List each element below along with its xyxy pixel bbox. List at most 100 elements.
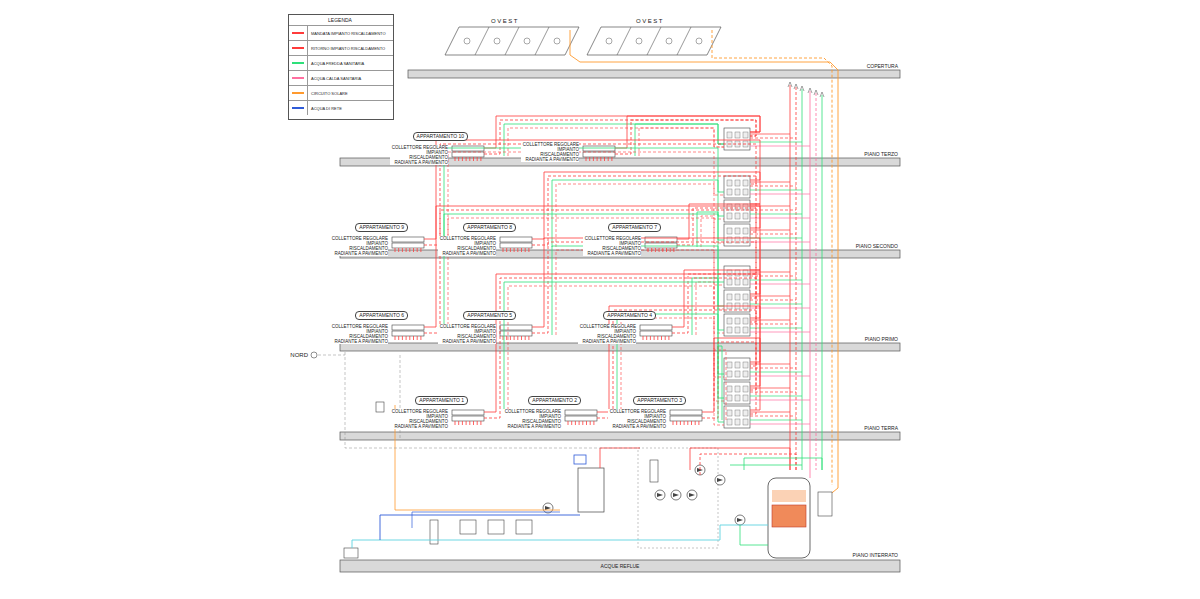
floor-manifold bbox=[565, 410, 597, 425]
pipe bbox=[750, 324, 796, 325]
pipe bbox=[615, 120, 756, 154]
manifold-box: APPARTAMENTO 8COLLETTORE REGOLARE IMPIAN… bbox=[438, 215, 538, 256]
satellite-unit bbox=[724, 128, 750, 150]
manifold-box: APPARTAMENTO 2COLLETTORE REGOLARE IMPIAN… bbox=[503, 388, 603, 429]
floor-manifold bbox=[500, 325, 532, 340]
satellite-unit bbox=[724, 176, 750, 198]
pipe bbox=[484, 274, 760, 412]
apartment-tag: APPARTAMENTO 5 bbox=[463, 311, 516, 320]
pipe bbox=[750, 424, 810, 425]
pipe bbox=[740, 525, 768, 545]
pipe bbox=[750, 304, 802, 305]
air-vent bbox=[794, 84, 798, 89]
air-vent bbox=[814, 90, 818, 95]
apartment-tag: APPARTAMENTO 9 bbox=[355, 223, 408, 232]
pipe bbox=[677, 208, 756, 245]
floor-manifold bbox=[452, 410, 484, 425]
pipe bbox=[424, 144, 756, 245]
pipe bbox=[750, 400, 810, 401]
manifold-box: APPARTAMENTO 3COLLETTORE REGOLARE IMPIAN… bbox=[608, 388, 708, 429]
pipe bbox=[750, 300, 796, 301]
pipe bbox=[750, 280, 802, 281]
pipe bbox=[750, 146, 810, 147]
air-vent bbox=[800, 86, 804, 91]
orientation-label: OVEST bbox=[491, 18, 519, 24]
floor-name: PIANO TERZO bbox=[864, 151, 898, 157]
manifold-box: APPARTAMENTO 7 COLLETTORE REGOLARE IMPIAN… bbox=[583, 215, 683, 256]
pipe bbox=[750, 194, 810, 195]
pipe bbox=[750, 138, 796, 139]
air-vent bbox=[788, 82, 792, 87]
pipe bbox=[750, 142, 802, 143]
legend-title: LEGENDA bbox=[328, 17, 352, 23]
apartment-tag: APPARTAMENTO 4 bbox=[603, 311, 656, 320]
pipe bbox=[702, 342, 756, 418]
pipe bbox=[712, 30, 832, 485]
satellite-unit bbox=[724, 200, 750, 222]
manifold-box: COLLETTORE REGOLARE IMPIANTO RISCALDAMEN… bbox=[521, 142, 621, 162]
pipe bbox=[597, 306, 760, 412]
manifold-caption: COLLETTORE REGOLARE IMPIANTO RISCALDAMEN… bbox=[390, 409, 448, 429]
pipe bbox=[816, 93, 817, 470]
pipe bbox=[810, 91, 811, 470]
manifold-caption: COLLETTORE REGOLARE IMPIANTO RISCALDAMEN… bbox=[583, 236, 641, 256]
manifold-caption: COLLETTORE REGOLARE IMPIANTO RISCALDAMEN… bbox=[330, 324, 388, 344]
pipe bbox=[484, 278, 756, 418]
pipe bbox=[750, 392, 796, 393]
drain-label: ACQUE REFLUE bbox=[601, 563, 640, 569]
pipe bbox=[750, 328, 802, 329]
pipe bbox=[718, 346, 724, 422]
satellite-unit bbox=[724, 358, 750, 380]
pipe bbox=[412, 512, 560, 528]
north-label: NORD bbox=[290, 352, 308, 358]
manifold-box: APPARTAMENTO 4 COLLETTORE REGOLARE IMPIAN… bbox=[578, 303, 678, 344]
north-marker bbox=[311, 352, 317, 358]
pipe bbox=[532, 242, 756, 333]
pipe bbox=[730, 465, 802, 466]
manifold-box: APPARTAMENTO 6COLLETTORE REGOLARE IMPIAN… bbox=[330, 303, 430, 344]
legend-swatch bbox=[292, 62, 304, 64]
pipe bbox=[380, 515, 580, 540]
floor-name: PIANO TERRA bbox=[864, 425, 898, 431]
pipe bbox=[532, 238, 760, 327]
manifold-caption: COLLETTORE REGOLARE IMPIANTO RISCALDAMEN… bbox=[438, 324, 496, 344]
pipe bbox=[750, 376, 810, 377]
manifold-caption: COLLETTORE REGOLARE IMPIANTO RISCALDAMEN… bbox=[578, 324, 636, 344]
apartment-tag: APPARTAMENTO 10 bbox=[413, 132, 468, 141]
manifold-caption: COLLETTORE REGOLARE IMPIANTO RISCALDAMEN… bbox=[521, 142, 579, 162]
pipe bbox=[621, 318, 724, 420]
solar-collector bbox=[445, 27, 579, 55]
satellite-unit bbox=[724, 224, 750, 246]
pipe bbox=[552, 246, 724, 335]
floor-manifold bbox=[392, 237, 424, 252]
pipe bbox=[444, 148, 724, 247]
pipe bbox=[744, 458, 822, 470]
pipe bbox=[696, 282, 724, 335]
apartment-tag: APPARTAMENTO 1 bbox=[415, 396, 468, 405]
manifold-box: APPARTAMENTO 10COLLETTORE REGOLARE IMPIA… bbox=[390, 124, 490, 165]
manifold-caption: COLLETTORE REGOLARE IMPIANTO RISCALDAMEN… bbox=[330, 236, 388, 256]
satellite-unit bbox=[724, 266, 750, 288]
floor-manifold bbox=[392, 325, 424, 340]
pipe bbox=[750, 276, 796, 277]
floor-name: COPERTURA bbox=[867, 63, 898, 69]
pipe bbox=[570, 30, 838, 496]
pipe bbox=[750, 420, 802, 421]
pipe bbox=[424, 210, 756, 333]
pipe bbox=[822, 95, 823, 470]
pipe bbox=[615, 116, 760, 148]
pipe bbox=[318, 355, 345, 356]
pipe bbox=[750, 308, 810, 309]
pipe bbox=[702, 338, 760, 412]
pipe bbox=[424, 140, 760, 239]
pipe bbox=[600, 448, 640, 468]
pipe bbox=[750, 210, 796, 211]
apartment-tag: APPARTAMENTO 2 bbox=[528, 396, 581, 405]
satellite-unit bbox=[724, 314, 750, 336]
legend-swatch bbox=[292, 32, 304, 34]
satellite-unit bbox=[724, 406, 750, 428]
manifold-box: APPARTAMENTO 1 COLLETTORE REGOLARE IMPIAN… bbox=[390, 388, 490, 429]
apartment-tag: APPARTAMENTO 8 bbox=[463, 223, 516, 232]
apartment-tag: APPARTAMENTO 7 bbox=[608, 223, 661, 232]
